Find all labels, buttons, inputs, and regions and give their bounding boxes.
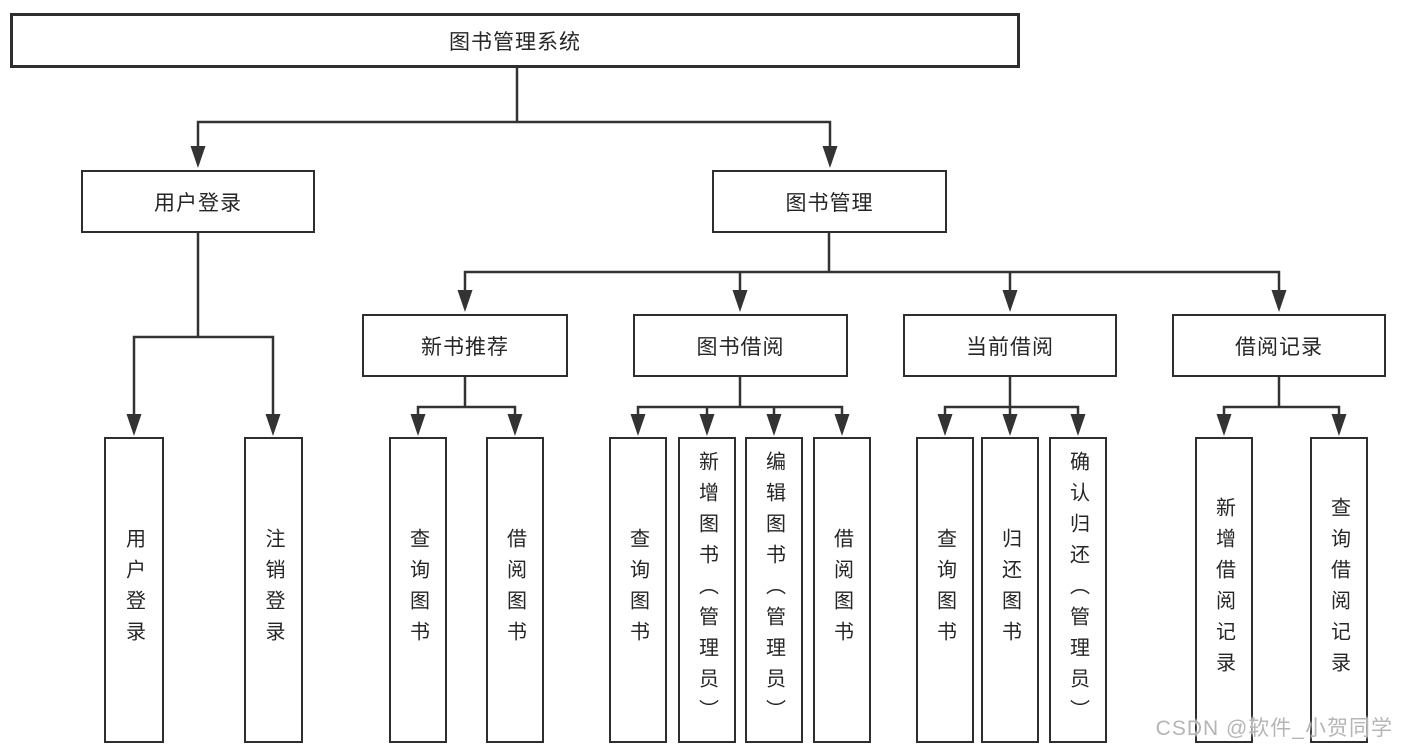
connector-book-borrow-to-leaves [636,375,844,417]
node-book-management: 图书管理 [712,170,947,233]
leaf-borrow-books-borrow: 借阅图书 [813,437,871,743]
node-borrow-records: 借阅记录 [1172,314,1386,377]
connector-borrow-records-to-leaves [1222,375,1341,417]
arrowhead-icon [507,414,523,436]
node-user-login: 用户登录 [81,170,315,233]
leaf-confirm-return-admin: 确认归还（管理员） [1049,437,1107,743]
leaf-user-login: 用户登录 [104,437,164,743]
node-label: 当前借阅 [966,334,1054,359]
leaf-label: 注销登录 [262,528,284,652]
leaf-add-book-admin: 新增图书（管理员） [678,437,736,743]
leaf-label: 编辑图书（管理员） [762,450,785,730]
leaf-label: 借阅图书 [830,528,853,652]
node-current-borrow: 当前借阅 [903,314,1117,377]
arrowhead-icon [834,414,850,436]
leaf-label: 新增图书（管理员） [695,450,718,730]
leaf-label: 确认归还（管理员） [1066,450,1089,730]
leaf-label: 用户登录 [122,528,145,652]
leaf-add-borrow-record: 新增借阅记录 [1195,437,1253,743]
leaf-label: 新增借阅记录 [1212,497,1235,683]
connector-book-management-to-level3 [463,231,1281,293]
arrowhead-icon [190,146,206,168]
node-label: 图书借阅 [696,334,785,359]
leaf-label: 借阅图书 [503,528,526,652]
leaf-return-book: 归还图书 [981,437,1039,743]
leaf-query-books-borrow: 查询图书 [609,437,667,743]
connector-current-borrow-to-leaves [943,375,1080,417]
arrowhead-icon [699,414,715,436]
arrowhead-icon [265,414,281,436]
leaf-logout: 注销登录 [244,437,303,743]
arrowhead-icon [1002,290,1018,312]
leaf-label: 查询图书 [626,528,649,652]
connector-new-book-recommend-to-leaves [416,375,517,417]
arrowhead-icon [766,414,782,436]
watermark: CSDN @软件_小贺同学 [1155,717,1393,740]
arrowhead-icon [630,414,646,436]
leaf-label: 查询图书 [933,528,956,652]
connector-user-login-to-leaves [132,231,275,417]
node-label: 用户登录 [154,190,242,215]
arrowhead-icon [937,414,953,436]
arrowhead-icon [457,290,473,312]
connector-root-to-level2 [196,66,832,149]
node-library-management-system: 图书管理系统 [10,13,1020,68]
leaf-query-books-recommend: 查询图书 [389,437,447,743]
arrowhead-icon [1216,414,1232,436]
leaf-borrow-books-recommend: 借阅图书 [486,437,544,743]
node-label: 图书管理 [785,190,874,215]
leaf-edit-book-admin: 编辑图书（管理员） [745,437,803,743]
arrowhead-icon [732,290,748,312]
leaf-label: 查询借阅记录 [1327,497,1350,683]
arrowhead-icon [126,414,142,436]
arrowhead-icon [1070,414,1086,436]
leaf-query-books-current: 查询图书 [916,437,974,743]
arrowhead-icon [822,146,838,168]
node-label: 借阅记录 [1235,334,1323,359]
arrowhead-icon [1002,414,1018,436]
arrowhead-icon [1331,414,1347,436]
leaf-label: 归还图书 [998,528,1021,652]
arrowhead-icon [410,414,426,436]
leaf-query-borrow-record: 查询借阅记录 [1310,437,1368,743]
node-book-borrow: 图书借阅 [633,314,848,377]
arrowhead-icon [1271,290,1287,312]
node-label: 图书管理系统 [449,29,581,54]
node-new-book-recommend: 新书推荐 [362,314,568,377]
leaf-label: 查询图书 [406,528,429,652]
node-label: 新书推荐 [421,334,509,359]
